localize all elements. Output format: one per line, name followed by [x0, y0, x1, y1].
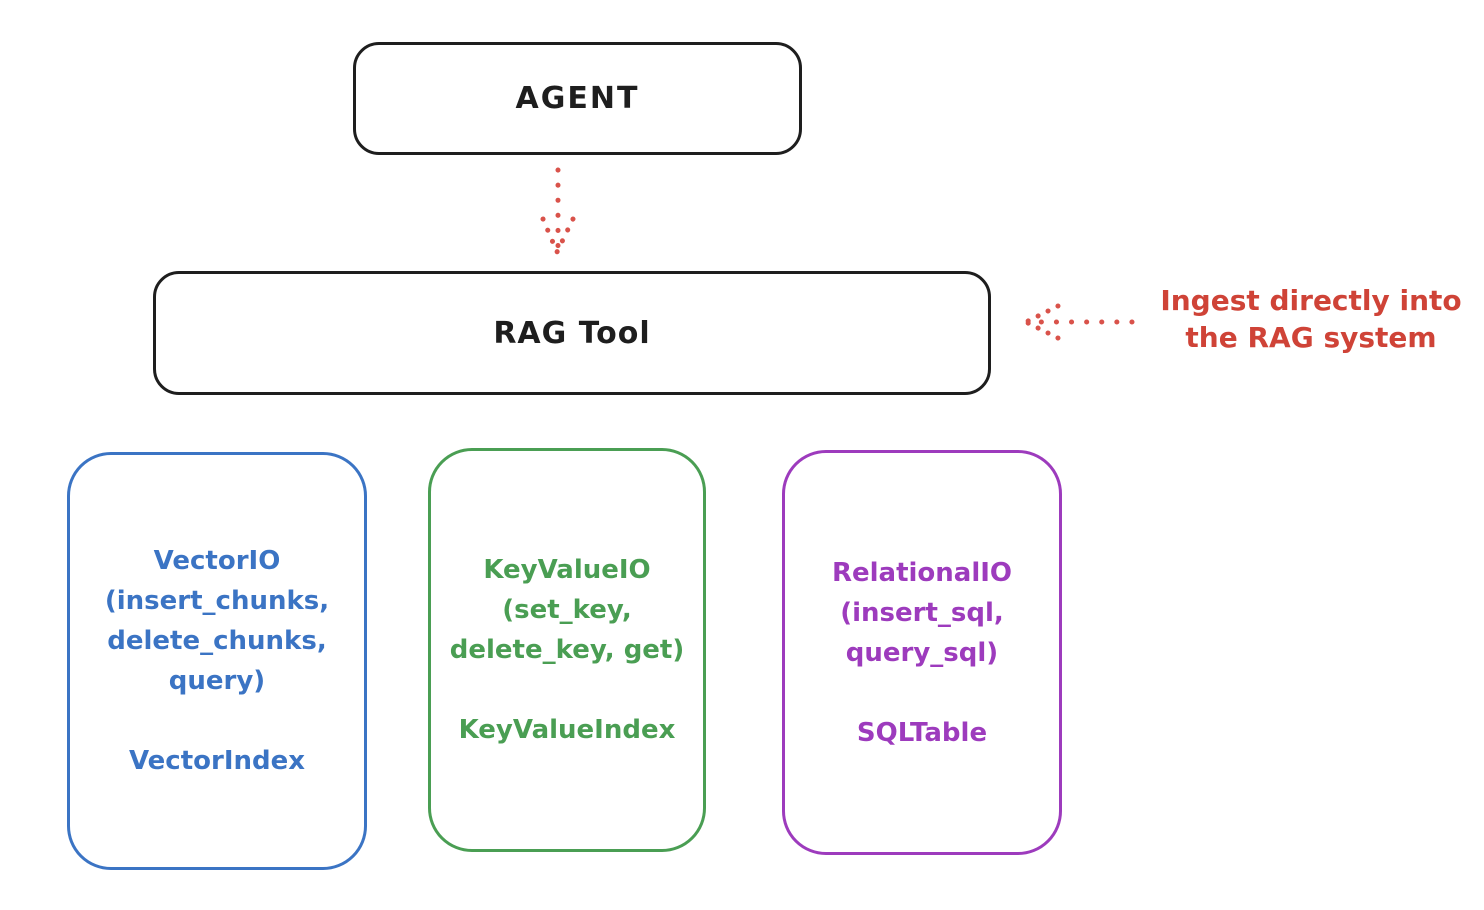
ingest-annotation-arrow-head — [1023, 303, 1061, 341]
vector-io-title: VectorIO (insert_chunks, delete_chunks,que… — [105, 541, 329, 701]
ingest-annotation: Ingest directly into the RAG system — [1138, 282, 1484, 356]
agent-label: AGENT — [515, 81, 640, 116]
agent-node: AGENT — [353, 42, 802, 155]
ingest-annotation-line2: the RAG system — [1185, 321, 1437, 354]
ingest-annotation-line1: Ingest directly into — [1160, 284, 1462, 317]
rag-tool-node: RAG Tool — [153, 271, 991, 395]
rag-tool-label: RAG Tool — [493, 315, 651, 351]
text-line: KeyValueIO — [483, 555, 651, 585]
agent-to-ragtool-arrow-head — [540, 216, 576, 255]
text-line: (insert_sql, — [840, 597, 1004, 628]
text-line: delete_chunks, — [107, 626, 327, 656]
keyvalue-index-label: KeyValueIndex — [458, 715, 676, 745]
vector-io-node: VectorIO (insert_chunks, delete_chunks,que… — [67, 452, 367, 870]
text-line: query_sql) — [845, 637, 999, 668]
keyvalue-io-node: KeyValueIO (set_key, delete_key, get) KeyV… — [428, 448, 706, 852]
text-line: (set_key, — [502, 595, 632, 625]
text-line: (insert_chunks, — [104, 586, 330, 616]
text-line: RelationalIO — [831, 557, 1013, 588]
relational-io-node: RelationalIO (insert_sql, query_sql) SQLTa… — [782, 450, 1062, 855]
vector-index-label: VectorIndex — [128, 746, 306, 776]
relational-io-title: RelationalIO (insert_sql, query_sql) — [832, 553, 1012, 673]
text-line: query) — [168, 666, 266, 696]
text-line: VectorIO — [153, 546, 281, 576]
keyvalue-io-title: KeyValueIO (set_key, delete_key, get) — [450, 550, 685, 670]
text-line: delete_key, get) — [449, 635, 685, 665]
sql-table-label: SQLTable — [856, 717, 988, 748]
